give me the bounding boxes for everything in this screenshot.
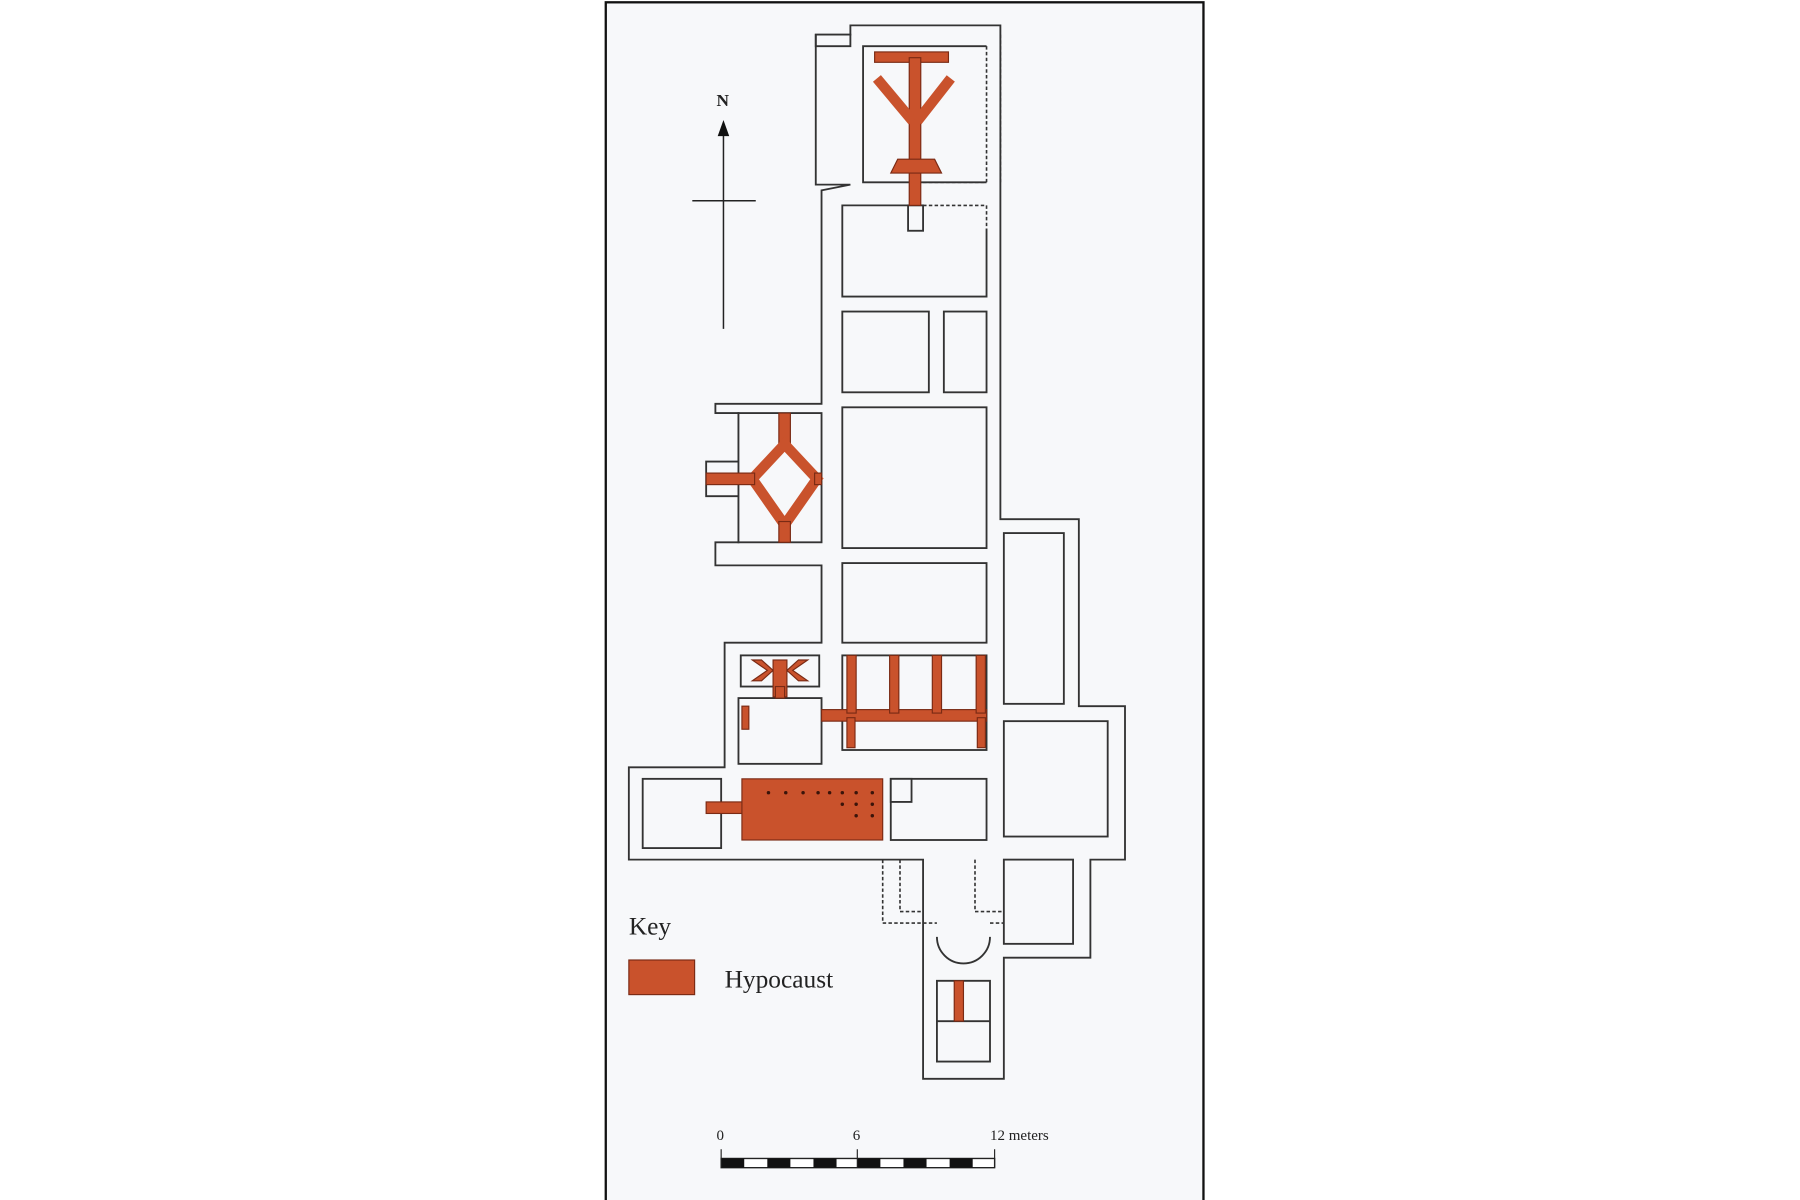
scale-tick-12: 12 meters (990, 1128, 1049, 1144)
legend: Key Hypocaust (628, 913, 834, 996)
legend-swatch-hypocaust (628, 959, 696, 996)
hypocaust-channels (705, 51, 988, 1022)
north-arrow-icon: N (692, 91, 756, 329)
scale-tick-6: 6 (853, 1128, 861, 1144)
rooms (641, 34, 1109, 1063)
north-label: N (717, 91, 730, 110)
wall-stub (814, 33, 852, 48)
scale-bar: 0 6 12 meters (717, 1128, 1049, 1169)
legend-title: Key (629, 913, 672, 941)
scale-tick-0: 0 (717, 1128, 725, 1144)
building-outline (627, 24, 1126, 1080)
legend-label-hypocaust: Hypocaust (725, 966, 834, 994)
